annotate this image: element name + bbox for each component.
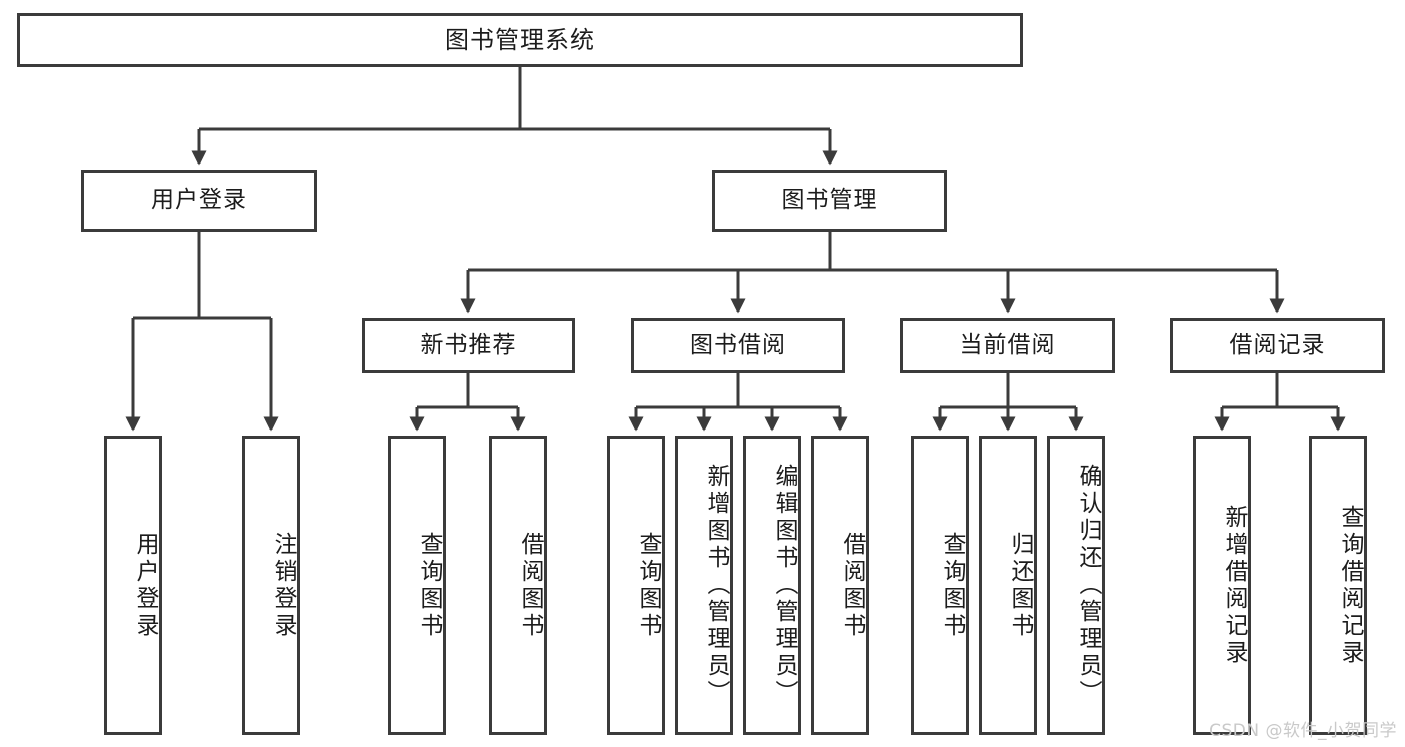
leaf-query-borrow-record[interactable]: 查询借阅记录	[1309, 436, 1367, 735]
leaf-confirm-return-admin[interactable]: 确认归还（管理员）	[1047, 436, 1105, 735]
leaf-borrow-book[interactable]: 借阅图书	[811, 436, 869, 735]
node-label: 图书管理	[781, 187, 878, 214]
leaf-query-book-current[interactable]: 查询图书	[911, 436, 969, 735]
leaf-add-borrow-record[interactable]: 新增借阅记录	[1193, 436, 1251, 735]
node-label: 查询借阅记录	[1337, 504, 1363, 667]
node-label: 归还图书	[1007, 531, 1033, 640]
node-label: 借阅记录	[1229, 331, 1326, 358]
node-label: 图书借阅	[690, 331, 786, 358]
leaf-query-book-recommend[interactable]: 查询图书	[388, 436, 446, 735]
leaf-borrow-book-recommend[interactable]: 借阅图书	[489, 436, 547, 735]
node-borrow-record[interactable]: 借阅记录	[1170, 318, 1385, 373]
node-label: 借阅图书	[517, 531, 543, 640]
csdn-watermark: CSDN @软件_小贺同学	[1209, 721, 1397, 741]
node-current-borrow[interactable]: 当前借阅	[900, 318, 1115, 373]
node-label: 图书管理系统	[445, 25, 595, 54]
node-root-book-management-system[interactable]: 图书管理系统	[17, 13, 1023, 67]
leaf-edit-book-admin[interactable]: 编辑图书（管理员）	[743, 436, 801, 735]
node-label: 用户登录	[132, 531, 158, 640]
node-book-management[interactable]: 图书管理	[712, 170, 947, 232]
node-label: 当前借阅	[959, 331, 1056, 358]
leaf-user-login[interactable]: 用户登录	[104, 436, 162, 735]
node-label: 查询图书	[416, 531, 442, 640]
node-label: 新书推荐	[420, 331, 517, 358]
node-label: 注销登录	[270, 531, 296, 640]
node-book-borrow[interactable]: 图书借阅	[631, 318, 845, 373]
node-label: 查询图书	[939, 531, 965, 640]
node-label: 新增借阅记录	[1221, 504, 1247, 667]
node-label: 借阅图书	[839, 531, 865, 640]
node-new-book-recommend[interactable]: 新书推荐	[362, 318, 575, 373]
leaf-return-book[interactable]: 归还图书	[979, 436, 1037, 735]
leaf-add-book-admin[interactable]: 新增图书（管理员）	[675, 436, 733, 735]
node-label: 新增图书（管理员）	[703, 464, 729, 707]
node-label: 编辑图书（管理员）	[771, 464, 797, 707]
leaf-logout-login[interactable]: 注销登录	[242, 436, 300, 735]
node-label: 用户登录	[151, 187, 247, 214]
leaf-query-book-borrow[interactable]: 查询图书	[607, 436, 665, 735]
node-user-login[interactable]: 用户登录	[81, 170, 317, 232]
node-label: 查询图书	[635, 531, 661, 640]
node-label: 确认归还（管理员）	[1075, 464, 1101, 707]
